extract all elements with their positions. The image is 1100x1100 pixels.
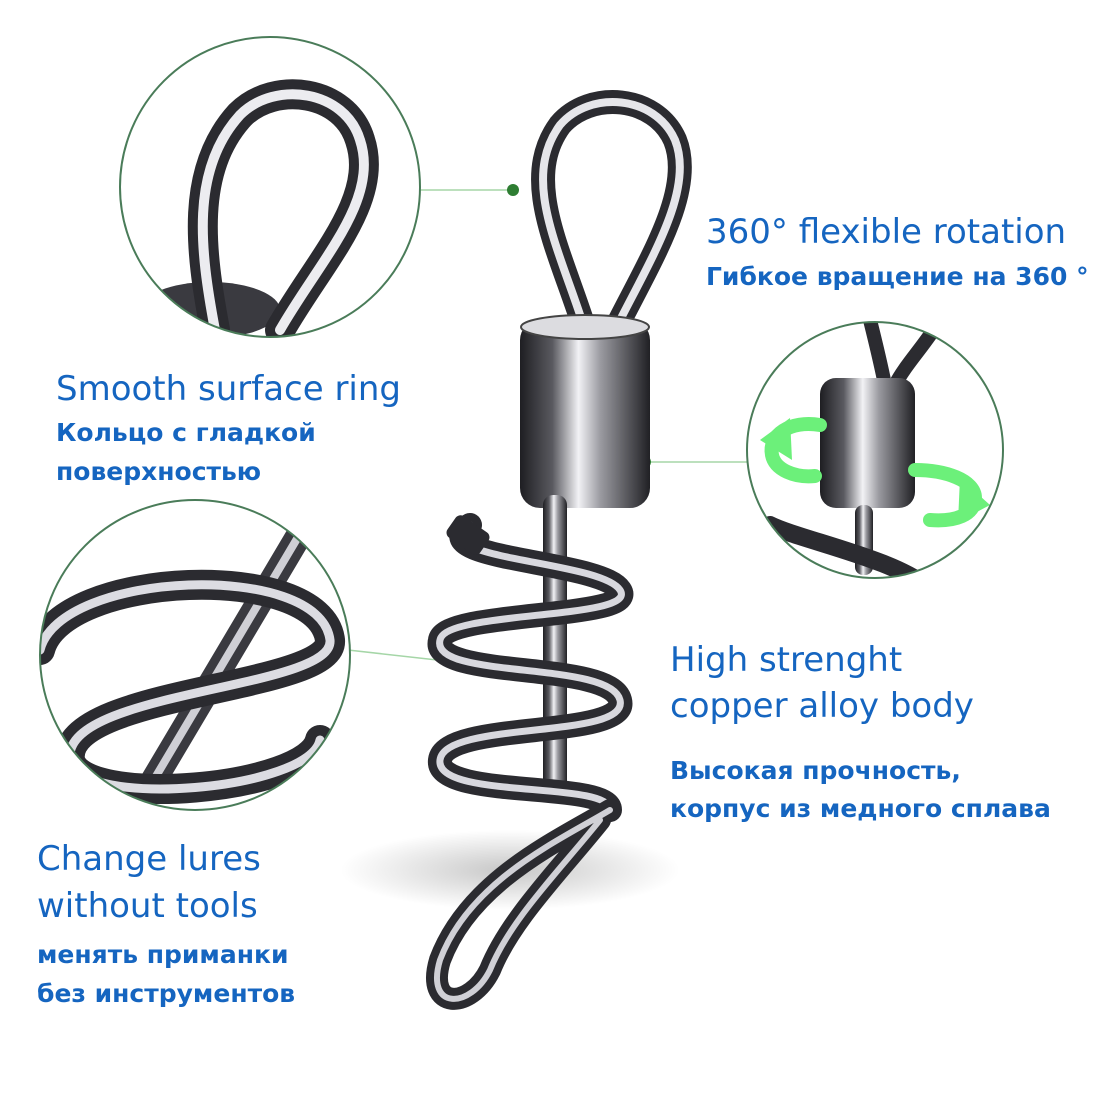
- detail-circle-ring: [119, 36, 421, 338]
- detail-circle-rotation: [746, 321, 1004, 579]
- rotation-arrow-icon: [760, 417, 990, 528]
- ring-subtitle-line1: Кольцо с гладкой: [56, 418, 316, 447]
- rotation-subtitle: Гибкое вращение на 360 °: [706, 262, 1089, 291]
- body-title-line2: copper alloy body: [670, 686, 974, 726]
- lures-title-line2: without tools: [37, 886, 258, 926]
- ring-title: Smooth surface ring: [56, 369, 402, 409]
- body-subtitle-line2: корпус из медного сплава: [670, 794, 1051, 823]
- detail-circle-coil: [39, 499, 351, 811]
- ring-subtitle-line2: поверхностью: [56, 457, 262, 486]
- body-subtitle-line1: Высокая прочность,: [670, 756, 961, 785]
- lures-subtitle-line2: без инструментов: [37, 979, 296, 1008]
- rotation-title: 360° flexible rotation: [706, 212, 1067, 252]
- swivel-main: [340, 90, 692, 1010]
- lures-title-line1: Change lures: [37, 839, 261, 879]
- body-title-line1: High strenght: [670, 640, 903, 680]
- lures-subtitle-line1: менять приманки: [37, 940, 289, 969]
